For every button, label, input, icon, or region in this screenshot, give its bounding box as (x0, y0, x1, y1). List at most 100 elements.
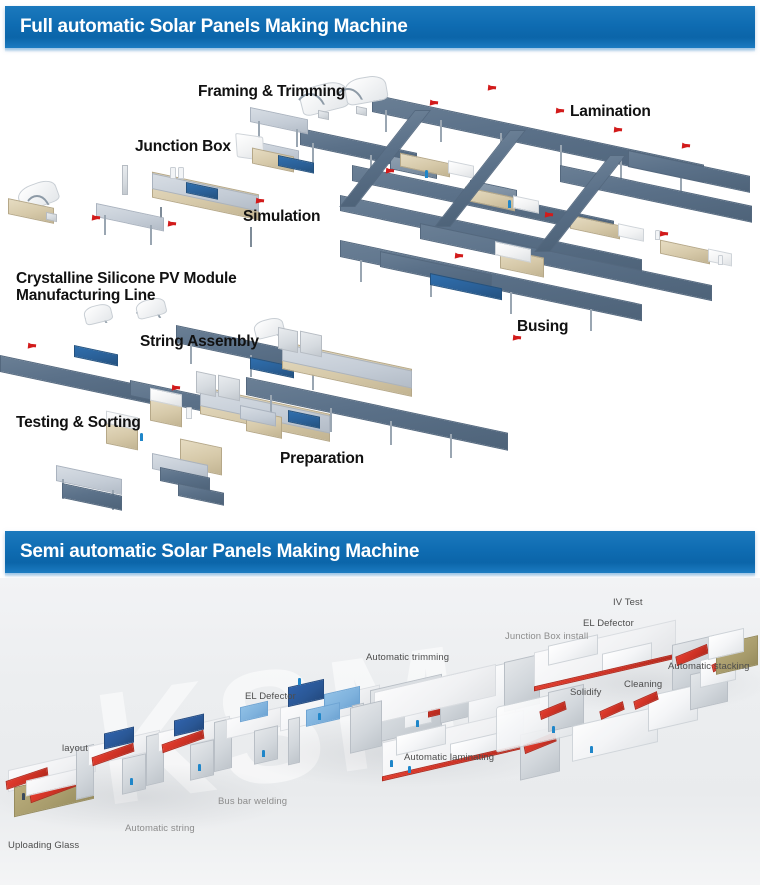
laminator-control-cabinet (350, 700, 382, 754)
banner-semi-automatic-title: Semi automatic Solar Panels Making Machi… (20, 541, 420, 562)
label-iv-test: IV Test (613, 597, 643, 608)
operator-figure (178, 167, 184, 179)
layout-cabinet-1 (122, 753, 146, 795)
label-layout: layout (62, 743, 88, 754)
label-testing-sorting: Testing & Sorting (16, 414, 141, 431)
label-automatic-stacking: Automatic stacking (668, 661, 750, 672)
label-solidify: Solidify (570, 687, 602, 698)
label-simulation: Simulation (243, 208, 321, 225)
conveyor-leg (150, 225, 152, 245)
operator-figure (590, 746, 593, 753)
banner-semi-underglow (5, 573, 755, 577)
conveyor-leg (360, 260, 362, 282)
lamination-press-head-1 (448, 160, 474, 179)
conveyor-leg (680, 171, 682, 193)
busing-belt-blue-2 (74, 345, 118, 367)
robot-arm-base (356, 105, 367, 117)
label-automatic-laminating: Automatic laminating (404, 752, 495, 763)
conveyor-leg (270, 395, 272, 419)
flow-arrow-icon (255, 197, 265, 205)
label-automatic-trimming: Automatic trimming (366, 652, 450, 663)
operator-figure (655, 230, 660, 240)
layout-cabinet-3 (254, 725, 278, 765)
machine-leg (250, 227, 252, 247)
welding-support-leg (288, 716, 300, 766)
conveyor-leg (450, 434, 452, 458)
conveyor-leg (190, 342, 192, 364)
label-automatic-string: Automatic string (125, 823, 195, 834)
flow-arrow-icon (613, 126, 623, 134)
conveyor-leg (104, 215, 106, 235)
string-assembly-controller-2 (300, 330, 322, 358)
diagram-full-automatic-line: Framing & Trimming Junction Box Laminati… (0, 55, 760, 520)
operator-figure (508, 200, 511, 208)
label-el-defector-right: EL Defector (583, 618, 634, 629)
flow-arrow-icon (171, 384, 181, 392)
conveyor-leg (510, 292, 512, 314)
lamination-press-head-3 (618, 223, 644, 242)
conveyor-leg (440, 120, 442, 142)
label-junction-box: Junction Box (135, 138, 231, 155)
operator-figure (22, 793, 25, 800)
conveyor-leg (390, 421, 392, 445)
flow-arrow-icon (454, 252, 464, 260)
conveyor-leg (312, 143, 314, 165)
operator-figure (408, 766, 411, 773)
banner-full-automatic: Full automatic Solar Panels Making Machi… (5, 6, 755, 48)
flow-arrow-icon (681, 142, 691, 150)
conveyor-leg (385, 110, 387, 132)
label-busing: Busing (517, 318, 569, 335)
conveyor-leg (590, 309, 592, 331)
operator-figure (198, 764, 201, 771)
conveyor-leg (312, 368, 314, 390)
flow-arrow-icon (555, 107, 565, 115)
solidify-tunnel (572, 706, 658, 762)
label-el-defector-left: EL Defector (245, 691, 296, 702)
flow-arrow-icon (385, 167, 395, 175)
robot-arm-tube (330, 88, 366, 114)
conveyor-leg (620, 158, 622, 180)
flow-arrow-icon (487, 84, 497, 92)
operator-figure (416, 720, 419, 727)
operator-figure (552, 726, 555, 733)
banner-semi-automatic: Semi automatic Solar Panels Making Machi… (5, 531, 755, 573)
operator-figure (318, 713, 321, 720)
label-crystalline-line-2: Manufacturing Line (16, 287, 156, 304)
banner-full-automatic-title: Full automatic Solar Panels Making Machi… (20, 16, 408, 37)
label-bus-bar-welding: Bus bar welding (218, 796, 288, 807)
operator-figure (298, 678, 301, 685)
label-uploading-glass: Uploading Glass (8, 840, 80, 851)
operator-figure (186, 407, 192, 419)
lamination-press-4 (660, 239, 710, 265)
operator-figure (130, 778, 133, 785)
string-assembly-controller-1 (278, 326, 298, 354)
conveyor-leg (258, 121, 260, 139)
layout-cabinet-2 (190, 739, 214, 781)
operator-figure (170, 167, 176, 179)
busing-robot-arm-1 (82, 301, 114, 327)
label-junction-box-install: Junction Box install (505, 631, 589, 642)
banner-full-underglow (5, 48, 755, 52)
operator-figure (140, 433, 143, 441)
robot-arm-tube (292, 93, 328, 119)
infeed-conveyor (96, 203, 164, 232)
string-assembly-controller-3 (196, 370, 216, 398)
conveyor-leg (560, 145, 562, 167)
label-framing-trimming: Framing & Trimming (198, 83, 346, 100)
conveyor-leg (296, 129, 298, 147)
robot-arm-tube (22, 195, 52, 217)
label-cleaning: Cleaning (624, 679, 663, 690)
label-string-assembly: String Assembly (140, 333, 259, 350)
operator-figure (718, 255, 723, 265)
flow-arrow-icon (167, 220, 177, 228)
operator-figure (262, 750, 265, 757)
simulation-post (122, 165, 128, 195)
diagram-semi-automatic-line: KSM (0, 578, 760, 885)
label-preparation: Preparation (280, 450, 364, 467)
string-assembly-controller-4 (218, 374, 240, 402)
conveyor-leg (330, 408, 332, 432)
flow-arrow-icon (544, 211, 554, 219)
flow-arrow-icon (429, 99, 439, 107)
conveyor-leg (430, 275, 432, 297)
flow-arrow-icon (27, 342, 37, 350)
